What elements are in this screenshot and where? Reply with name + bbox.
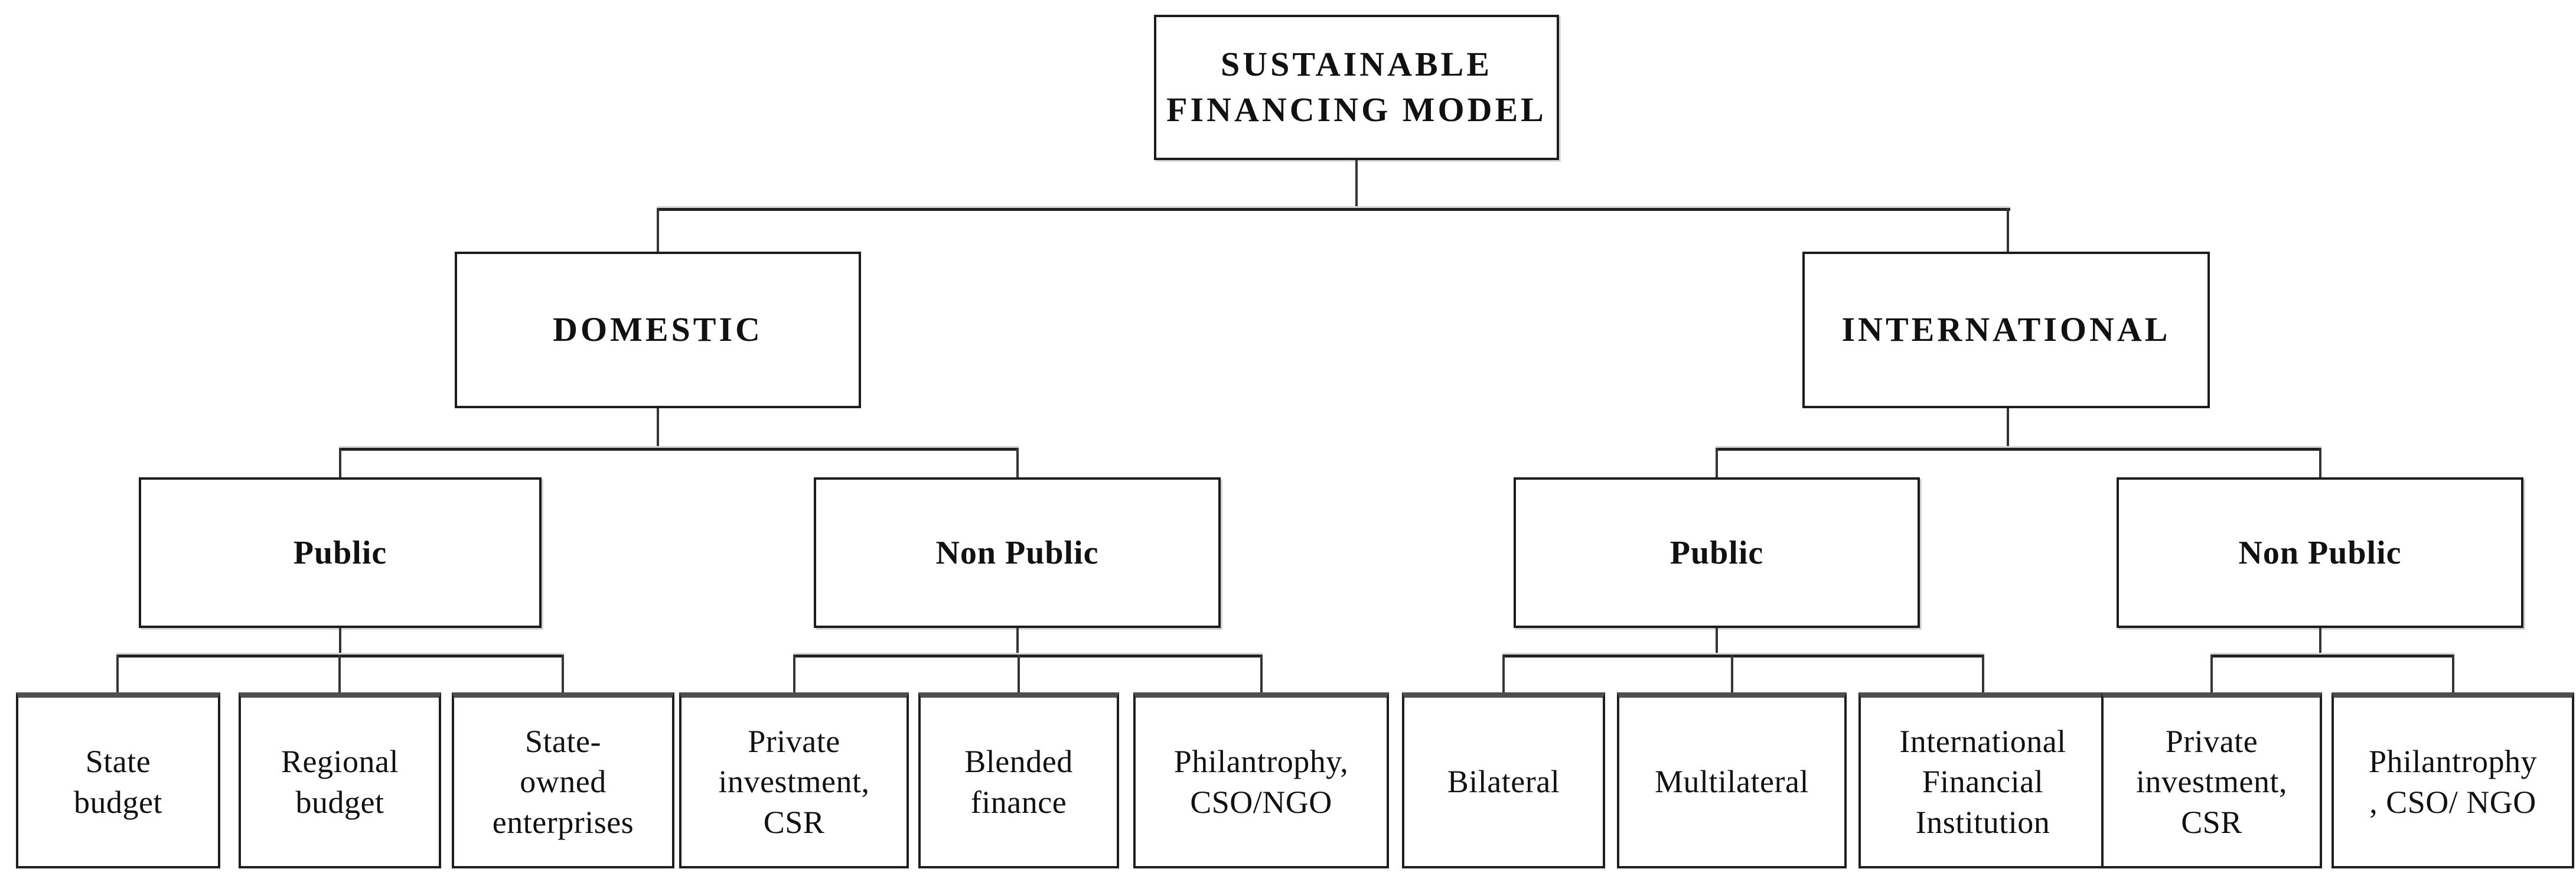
connector-international-public-stub [1716, 628, 1718, 657]
connector-international-nonpublic-bar [2210, 655, 2454, 658]
group-box-international-nonpublic: Non Public [2117, 477, 2523, 628]
connector-drop-domestic [657, 208, 659, 252]
connector-drop-private-investment-international [2210, 655, 2213, 692]
connector-drop-regional-budget [338, 655, 341, 692]
connector-root-bar [657, 208, 2010, 211]
leaf-private-investment-csr-domestic-label: Private investment, CSR [718, 724, 870, 840]
leaf-philantrophy-cso-ngo-domestic-label: Philantrophy, CSO/NGO [1173, 744, 1349, 820]
connector-drop-state-owned-enterprises [562, 655, 564, 692]
group-box-international-public: Public [1514, 477, 1920, 628]
leaf-box-regional-budget: Regional budget [239, 692, 441, 868]
connector-drop-state-budget [116, 655, 119, 692]
connector-drop-international-financial-institution [1982, 655, 1984, 692]
leaf-private-investment-csr-international-label: Private investment, CSR [2136, 724, 2287, 840]
leaf-regional-budget-label: Regional budget [281, 744, 399, 820]
connector-drop-domestic-nonpublic [1016, 448, 1019, 477]
leaf-state-budget-label: State budget [74, 744, 162, 820]
connector-drop-private-investment-domestic [793, 655, 795, 692]
group-box-domestic-public: Public [139, 477, 542, 628]
leaf-international-financial-institution-label: International Financial Institution [1899, 724, 2066, 840]
connector-drop-blended-finance [1018, 655, 1020, 692]
connector-drop-international-public [1716, 448, 1718, 477]
connector-domestic-public-stub [339, 628, 341, 657]
connector-domestic-nonpublic-stub [1016, 628, 1019, 657]
leaf-box-multilateral: Multilateral [1617, 692, 1847, 868]
branch-international-label: INTERNATIONAL [1841, 310, 2171, 349]
leaf-box-philantrophy-cso-ngo-international: Philantrophy , CSO/ NGO [2332, 692, 2574, 868]
leaf-blended-finance-label: Blended finance [964, 744, 1073, 820]
connector-international-public-bar [1502, 655, 1984, 658]
connector-domestic-nonpublic-bar [793, 655, 1263, 658]
leaf-multilateral-label: Multilateral [1655, 764, 1809, 800]
leaf-box-philantrophy-cso-ngo-domestic: Philantrophy, CSO/NGO [1133, 692, 1389, 868]
group-domestic-nonpublic-label: Non Public [935, 534, 1099, 571]
connector-drop-bilateral [1502, 655, 1505, 692]
leaf-state-owned-enterprises-label: State- owned enterprises [492, 724, 634, 840]
root-label: SUSTAINABLE FINANCING MODEL [1166, 45, 1547, 129]
group-box-domestic-nonpublic: Non Public [814, 477, 1221, 628]
connector-drop-philantrophy-domestic [1260, 655, 1263, 692]
leaf-bilateral-label: Bilateral [1447, 764, 1560, 800]
group-international-public-label: Public [1669, 534, 1764, 571]
group-international-nonpublic-label: Non Public [2238, 534, 2402, 571]
connector-root-stub [1355, 160, 1358, 210]
connector-international-stub [2007, 408, 2009, 449]
connector-drop-philantrophy-international [2452, 655, 2454, 692]
branch-domestic-label: DOMESTIC [553, 310, 763, 349]
leaf-box-private-investment-csr-domestic: Private investment, CSR [679, 692, 909, 868]
branch-box-domestic: DOMESTIC [455, 252, 861, 408]
group-domestic-public-label: Public [293, 534, 387, 571]
connector-international-nonpublic-stub [2319, 628, 2321, 657]
connector-domestic-stub [657, 408, 659, 449]
leaf-box-blended-finance: Blended finance [918, 692, 1119, 868]
connector-drop-multilateral [1731, 655, 1733, 692]
connector-domestic-bar [339, 448, 1019, 451]
connector-drop-international [2007, 208, 2009, 252]
connector-drop-international-nonpublic [2319, 448, 2321, 477]
branch-box-international: INTERNATIONAL [1802, 252, 2210, 408]
connector-international-bar [1716, 448, 2321, 451]
connector-drop-domestic-public [339, 448, 341, 477]
leaf-box-state-owned-enterprises: State- owned enterprises [452, 692, 674, 868]
root-box-sustainable-financing-model: SUSTAINABLE FINANCING MODEL [1154, 15, 1559, 160]
leaf-box-international-financial-institution: International Financial Institution [1858, 692, 2107, 868]
leaf-philantrophy-cso-ngo-international-label: Philantrophy , CSO/ NGO [2369, 744, 2537, 820]
leaf-box-private-investment-csr-international: Private investment, CSR [2101, 692, 2322, 868]
leaf-box-bilateral: Bilateral [1402, 692, 1605, 868]
leaf-box-state-budget: State budget [16, 692, 220, 868]
